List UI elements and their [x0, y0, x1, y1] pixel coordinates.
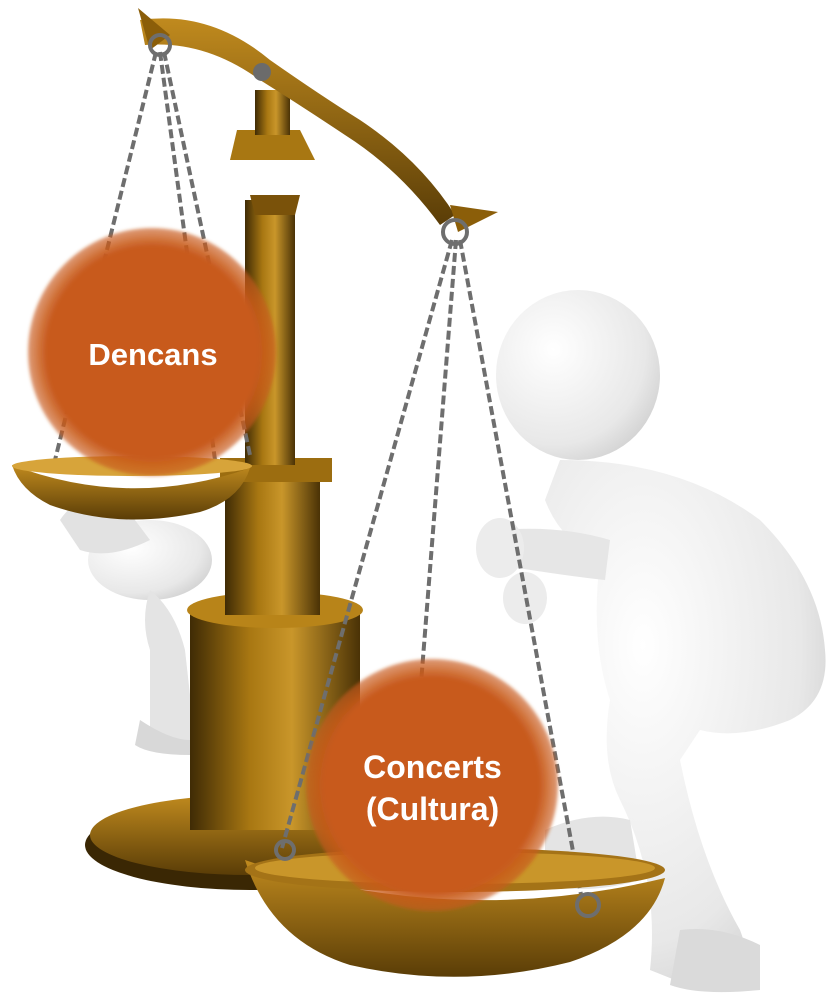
circle-right — [306, 659, 558, 911]
circle-left — [28, 228, 276, 476]
figure-left — [60, 497, 212, 755]
circle-label-concerts: Concerts (Cultura) — [363, 748, 502, 827]
figure-right — [476, 290, 826, 993]
scale-beam — [138, 8, 498, 246]
circle-label-dencans: Dencans — [88, 337, 218, 372]
